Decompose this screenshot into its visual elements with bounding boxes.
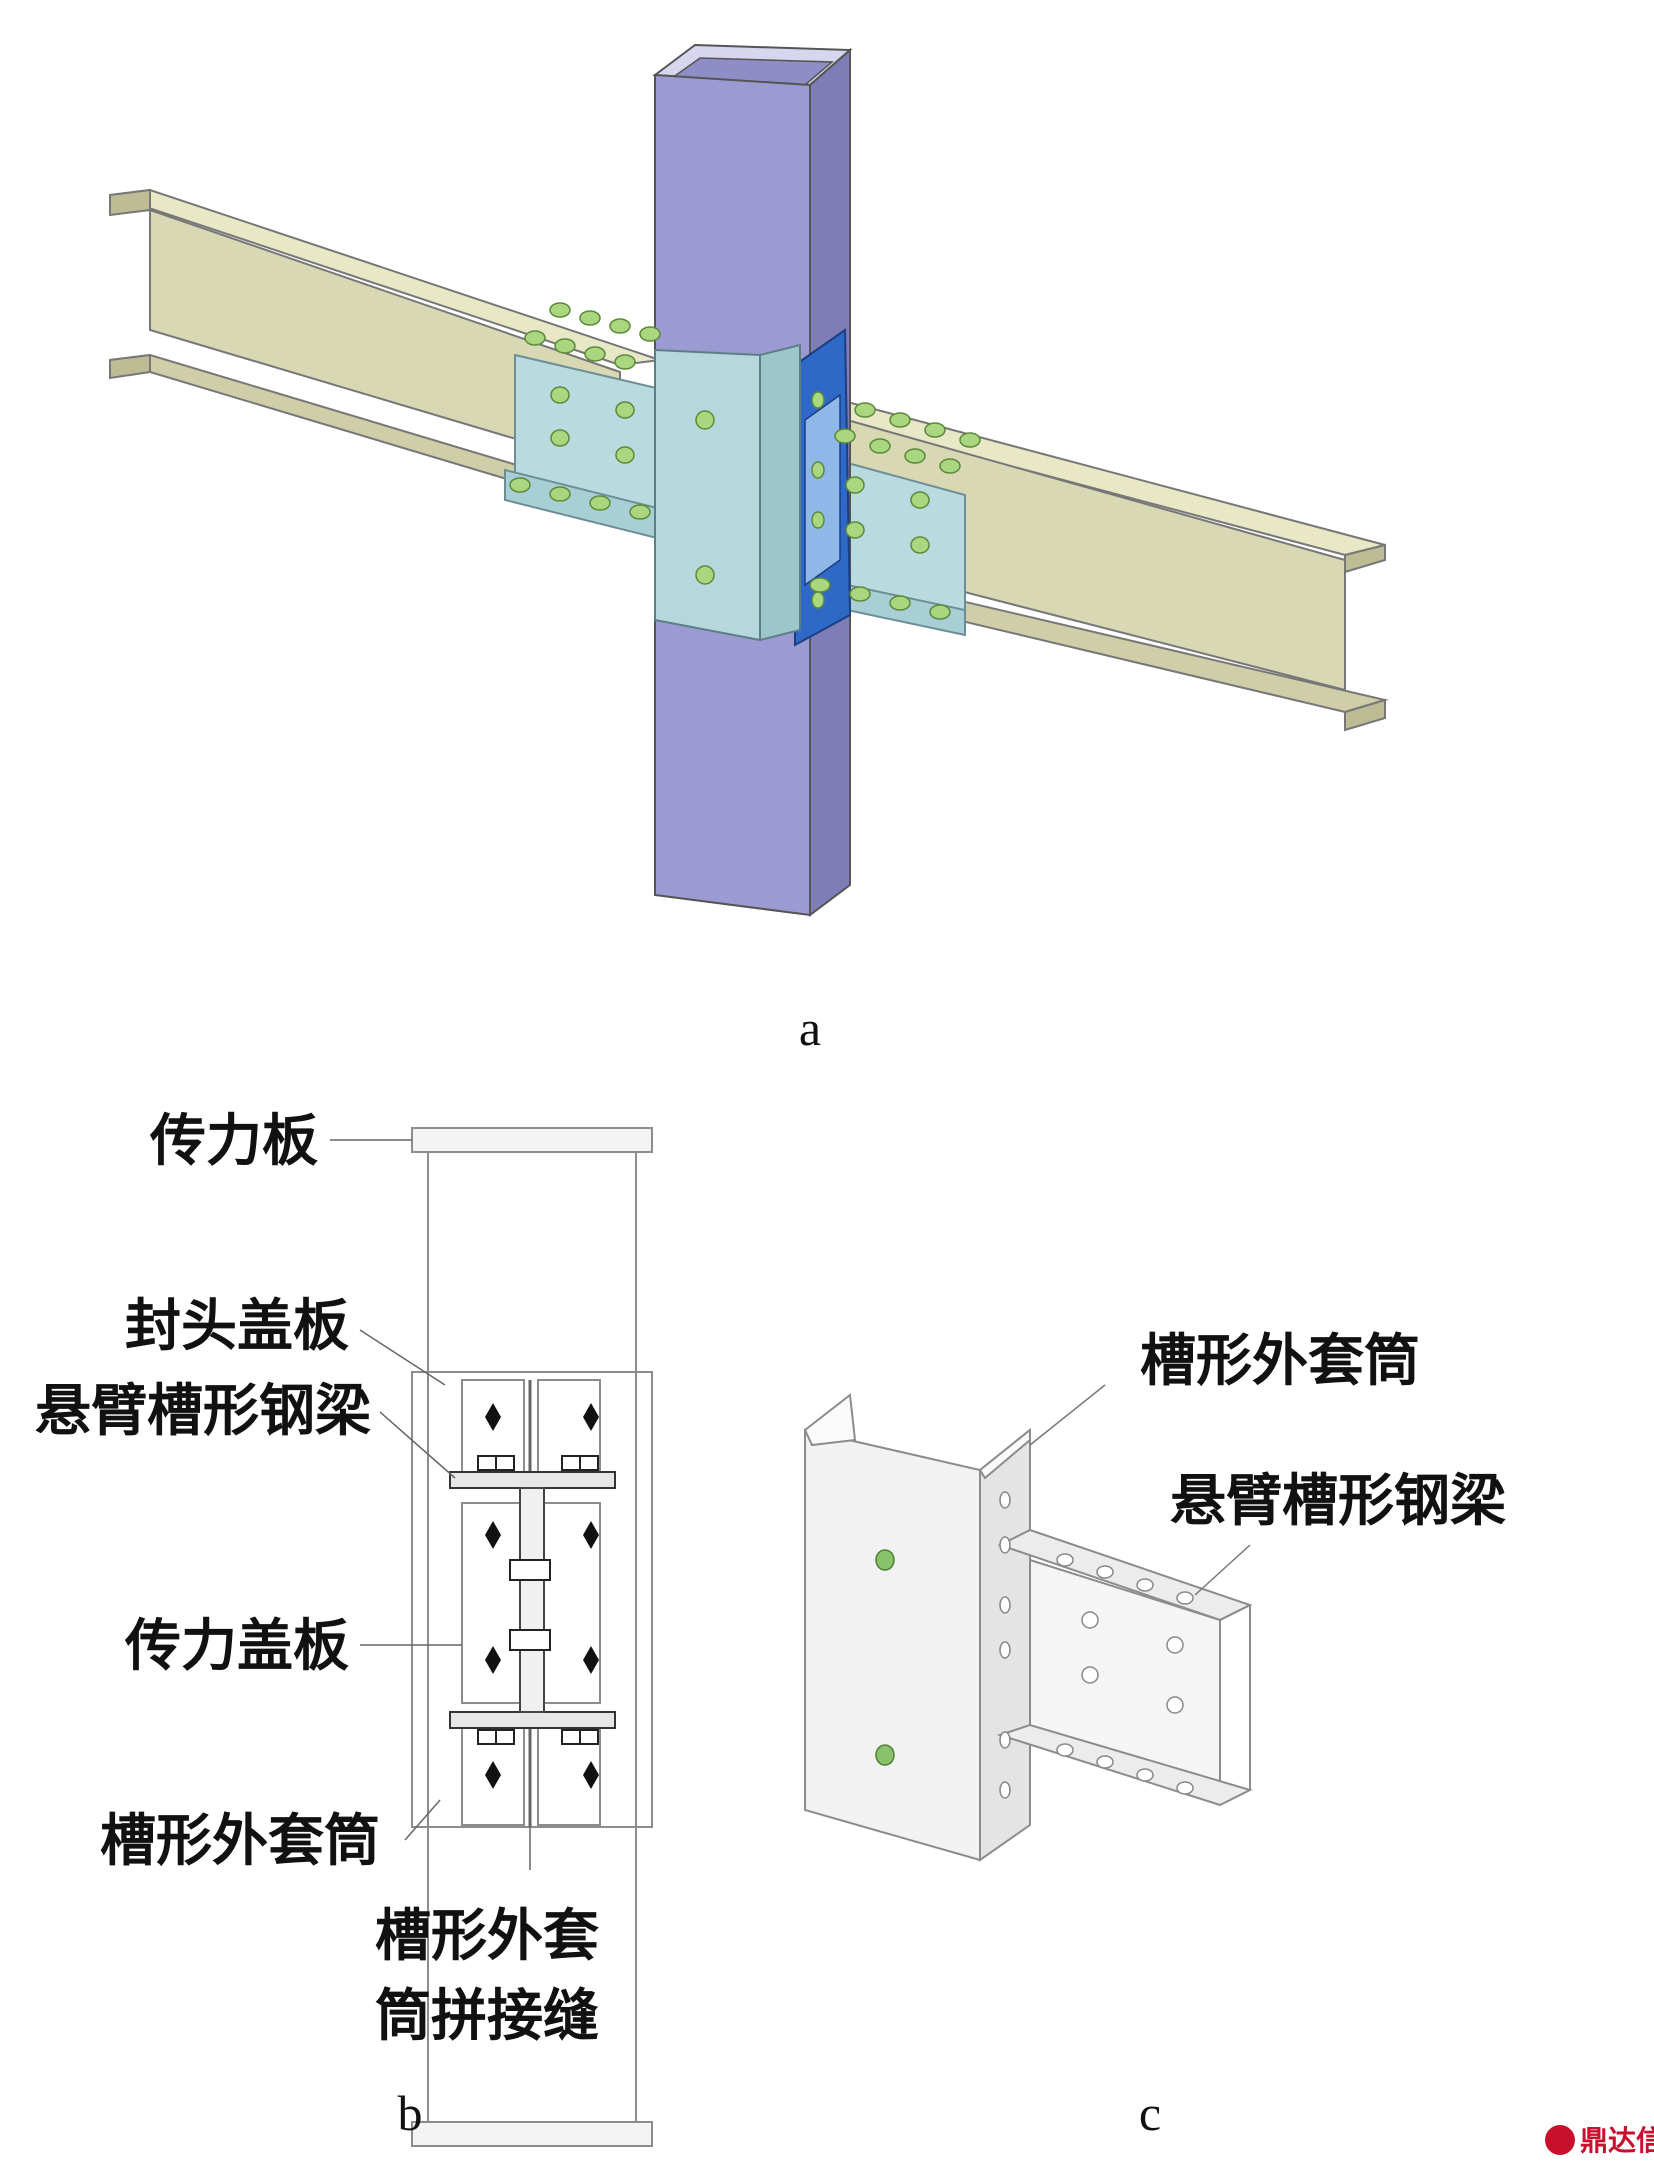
watermark-logo-icon <box>1545 2125 1575 2155</box>
label-sleeve-seam-line2: 筒拼接缝 <box>375 1984 599 2049</box>
transfer-plate-top <box>411 1127 653 1153</box>
panel-a-3d-joint: a <box>109 43 1389 1056</box>
label-channel-outer-sleeve-c: 槽形外套筒 <box>1140 1329 1420 1394</box>
watermark: 鼎达信 <box>1545 2124 1654 2157</box>
channel-sleeve-front <box>654 348 761 642</box>
label-end-cover-plate: 封头盖板 <box>125 1294 349 1359</box>
panel-c-component: 槽形外套筒 悬臂槽形钢梁 c <box>803 1329 1506 2141</box>
label-transfer-plate: 传力板 <box>149 1109 318 1174</box>
cantilever-beam-flange-top <box>449 1471 616 1489</box>
cantilever-beam-flange-bottom <box>449 1711 616 1729</box>
panel-b-elevation: 传力板 封头盖板 悬臂槽形钢梁 传力盖板 槽形外套筒 槽形外套 筒拼接缝 b <box>35 1109 653 2147</box>
panel-b-label: b <box>398 2085 423 2141</box>
label-sleeve-seam-line1: 槽形外套 <box>375 1904 599 1969</box>
label-cantilever-channel-beam-c: 悬臂槽形钢梁 <box>1170 1469 1506 1534</box>
watermark-text: 鼎达信 <box>1580 2124 1654 2157</box>
label-channel-outer-sleeve-b: 槽形外套筒 <box>100 1809 380 1874</box>
transfer-plate-bottom <box>411 2121 653 2147</box>
channel-sleeve-c <box>804 1428 981 1862</box>
bolts-a <box>509 302 981 620</box>
panel-c-label: c <box>1139 2085 1161 2141</box>
channel-sleeve-outline <box>411 1371 653 1828</box>
label-cantilever-channel-beam: 悬臂槽形钢梁 <box>35 1379 371 1444</box>
label-transfer-cover-plate: 传力盖板 <box>124 1614 349 1679</box>
panel-a-label: a <box>799 1000 821 1056</box>
